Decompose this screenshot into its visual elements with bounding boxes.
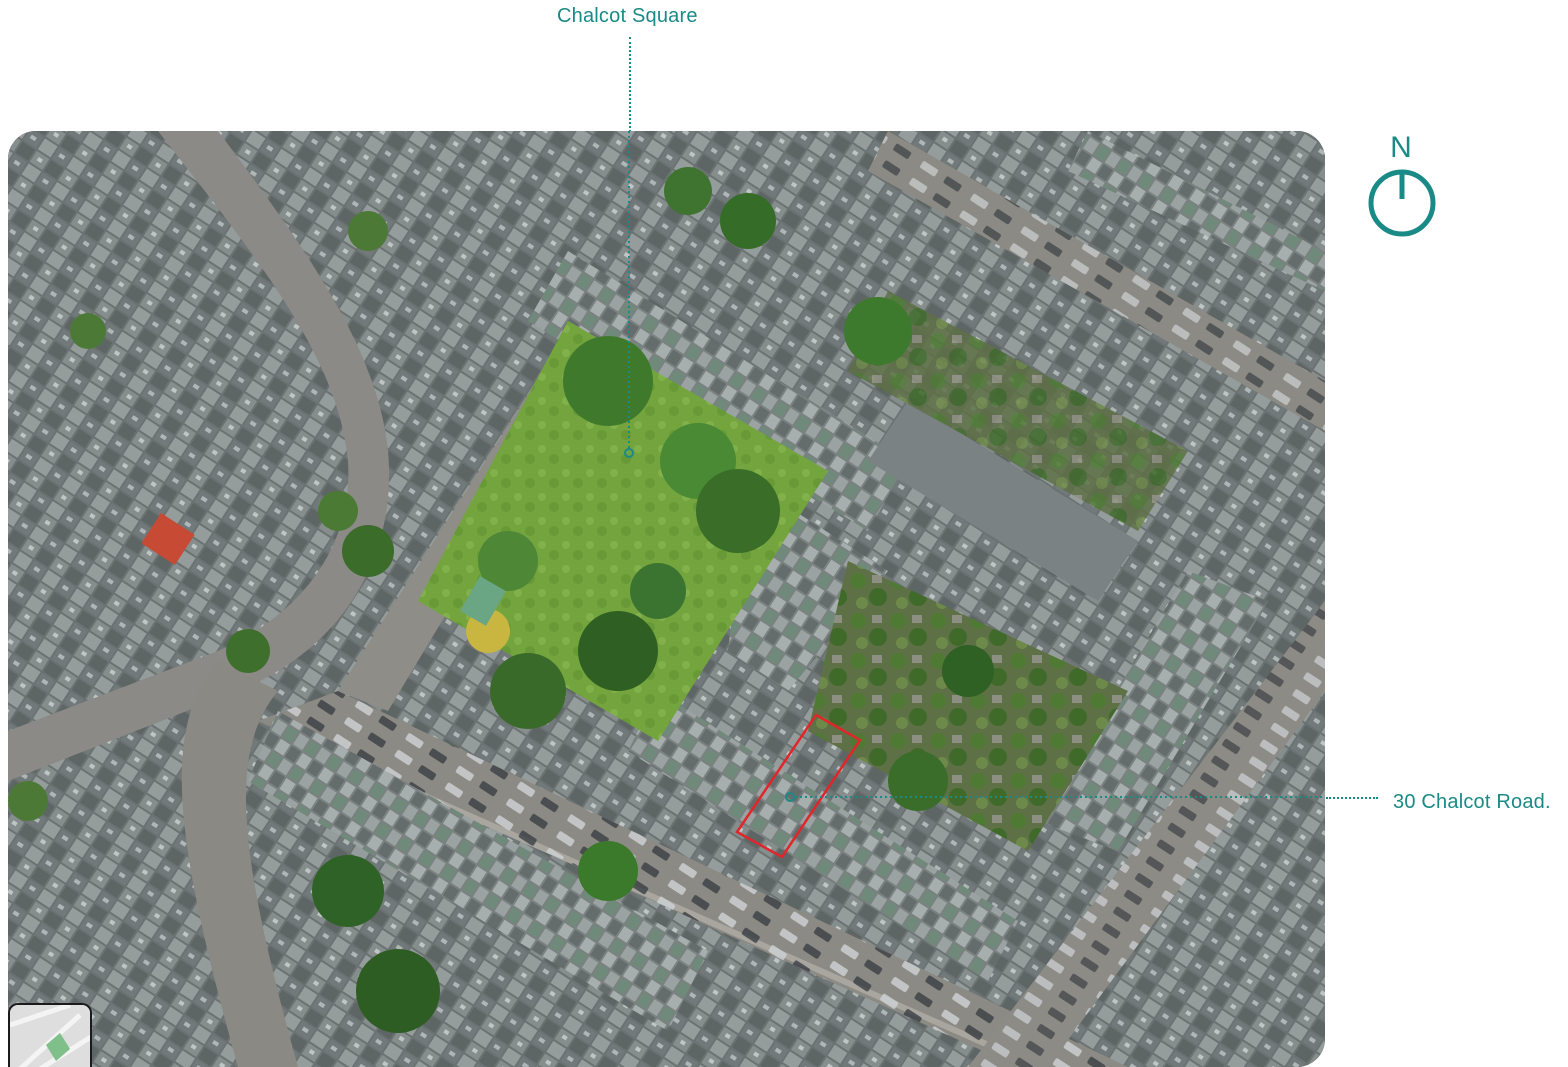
north-arrow-icon: N [1366,131,1440,241]
chalcot-road-location-dot-icon [785,792,795,802]
minimap-icon[interactable] [8,1003,92,1067]
chalcot-road-label: 30 Chalcot Road. [1393,791,1551,813]
compass-circle-icon [1368,169,1436,237]
aerial-photo [8,131,1325,1067]
aerial-map[interactable] [8,131,1325,1067]
chalcot-square-leader-line [629,37,631,132]
chalcot-square-label: Chalcot Square [557,5,698,27]
chalcot-square-location-dot-icon [624,448,634,458]
minimap-preview [10,1005,90,1067]
site-boundary-outline [735,713,862,859]
compass-north-letter: N [1390,131,1412,164]
chalcot-road-leader-line [1326,797,1378,799]
